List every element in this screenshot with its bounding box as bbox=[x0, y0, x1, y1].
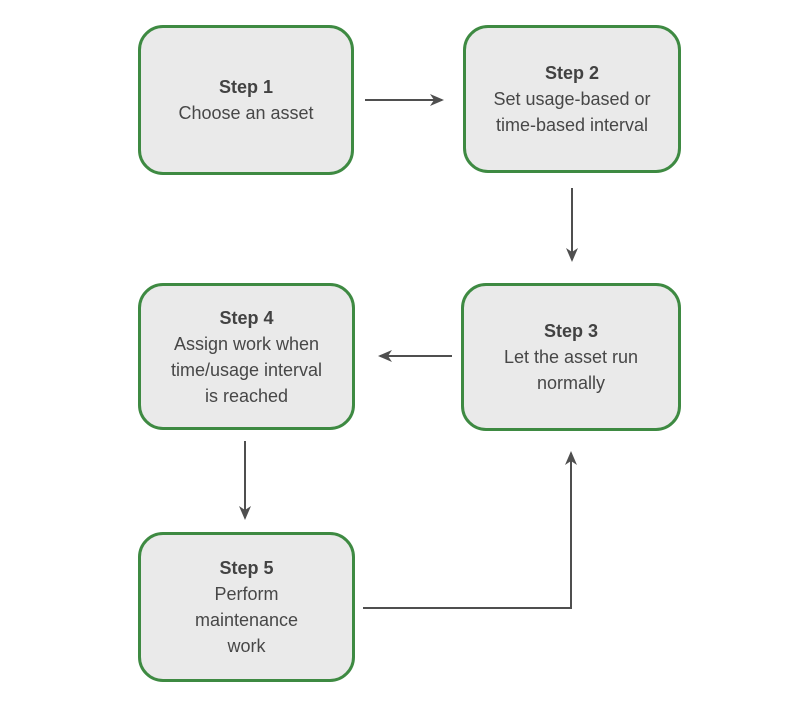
step-1-title: Step 1 bbox=[218, 77, 274, 97]
step-2-text: time-based interval bbox=[495, 115, 649, 135]
step-2-text: Set usage-based or bbox=[493, 89, 651, 109]
step-3-text: normally bbox=[536, 373, 606, 393]
step-3-title: Step 3 bbox=[543, 321, 599, 341]
step-5-box: Step 5 Perform maintenance work bbox=[138, 532, 355, 682]
step-2-title: Step 2 bbox=[544, 63, 600, 83]
step-4-text: Assign work when bbox=[173, 333, 320, 354]
step-5-text: maintenance bbox=[194, 610, 299, 630]
step-4-title: Step 4 bbox=[219, 307, 274, 328]
step-5-text: Perform bbox=[214, 584, 279, 604]
step-4-box: Step 4 Assign work when time/usage inter… bbox=[138, 283, 355, 430]
step-5-title: Step 5 bbox=[219, 558, 274, 578]
step-4-text: is reached bbox=[204, 385, 289, 406]
step-2-box: Step 2 Set usage-based or time-based int… bbox=[463, 25, 681, 173]
step-3-box: Step 3 Let the asset run normally bbox=[461, 283, 681, 431]
step-5-text: work bbox=[227, 636, 266, 656]
step-1-box: Step 1 Choose an asset bbox=[138, 25, 354, 175]
step-1-text: Choose an asset bbox=[178, 103, 314, 123]
arrow-step5-to-step3 bbox=[363, 451, 577, 609]
step-3-text: Let the asset run bbox=[503, 347, 639, 367]
step-4-text: time/usage interval bbox=[170, 359, 323, 380]
